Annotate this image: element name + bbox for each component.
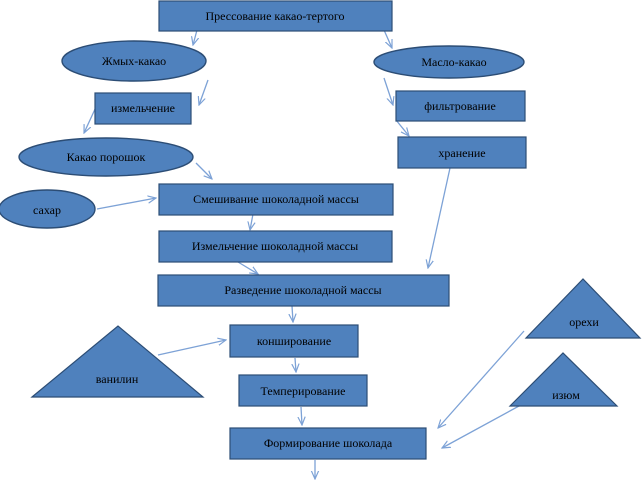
arrow-izum-to-formirovanie — [442, 399, 531, 448]
arrow-filtrovanie-to-hranenie — [395, 119, 409, 136]
node-orehi: орехи — [524, 278, 642, 339]
node-filtrovanie: фильтрование — [395, 90, 526, 122]
arrow-maslo-to-filtrovanie — [383, 77, 393, 105]
arrow-orehi-to-formirovanie — [438, 330, 525, 428]
arrow-hranenie-to-razvedenie — [428, 167, 451, 268]
arrow-konshirovanie-to-temperirovanie — [295, 357, 296, 372]
node-zhmyh: Жмых-какао — [61, 40, 207, 82]
node-razvedenie-label: Разведение шоколадной массы — [224, 283, 381, 297]
node-vanilin-label: ванилин — [96, 372, 139, 386]
node-izmelchenie-label: измельчение — [111, 101, 175, 115]
node-izum: изюм — [508, 352, 619, 407]
arrow-smeshivanie-to-izmelchenie-massy — [250, 213, 253, 230]
node-pressing: Прессование какао-тертого — [158, 0, 393, 32]
node-razvedenie: Разведение шоколадной массы — [157, 274, 450, 307]
node-izmelchenie-massy-label: Измельчение шоколадной массы — [192, 239, 358, 253]
node-hranenie-label: хранение — [438, 146, 485, 160]
node-smeshivanie-label: Смешивание шоколадной массы — [193, 192, 359, 206]
arrow-poroshok-to-smeshivanie — [195, 162, 212, 179]
node-filtrovanie-label: фильтрование — [424, 99, 496, 113]
node-temperirovanie-label: Темперирование — [261, 384, 346, 398]
node-izum-label: изюм — [552, 388, 580, 402]
arrow-razvedenie-to-konshirovanie — [292, 305, 293, 322]
arrow-pressing-to-zhmyh — [193, 29, 197, 45]
arrow-izmelchenie-to-poroshok — [84, 106, 97, 133]
node-maslo: Масло-какао — [373, 45, 525, 79]
node-smeshivanie: Смешивание шоколадной массы — [158, 183, 394, 216]
node-formirovanie: Формирование шоколада — [229, 427, 427, 460]
node-sahar: сахар — [0, 189, 96, 229]
node-orehi-label: орехи — [569, 315, 599, 329]
arrow-temperirovanie-to-formirovanie — [301, 406, 302, 425]
node-pressing-label: Прессование какао-тертого — [205, 9, 344, 23]
node-formirovanie-label: Формирование шоколада — [264, 436, 393, 450]
node-zhmyh-label: Жмых-какао — [102, 54, 166, 68]
node-sahar-label: сахар — [33, 203, 61, 217]
node-kakao-poroshok-label: Какао порошок — [67, 150, 146, 164]
arrow-pressing-to-maslo — [383, 29, 393, 48]
arrow-zhmyh-to-izmelchenie — [199, 79, 209, 105]
node-maslo-label: Масло-какао — [421, 55, 486, 69]
arrow-vanilin-to-konshirovanie — [157, 340, 226, 356]
connectors — [84, 29, 531, 479]
arrow-izmelchenie-massy-to-razvedenie — [237, 261, 258, 274]
node-vanilin: ванилин — [30, 325, 205, 398]
node-kakao-poroshok: Какао порошок — [18, 137, 194, 177]
node-hranenie: хранение — [397, 136, 527, 169]
node-izmelchenie-massy: Измельчение шоколадной массы — [158, 230, 393, 263]
node-izmelchenie: измельчение — [94, 92, 192, 125]
node-konshirovanie: конширование — [229, 324, 359, 358]
arrow-sahar-to-smeshivanie — [96, 198, 156, 210]
node-konshirovanie-label: конширование — [257, 334, 331, 348]
node-temperirovanie: Темперирование — [238, 374, 368, 407]
